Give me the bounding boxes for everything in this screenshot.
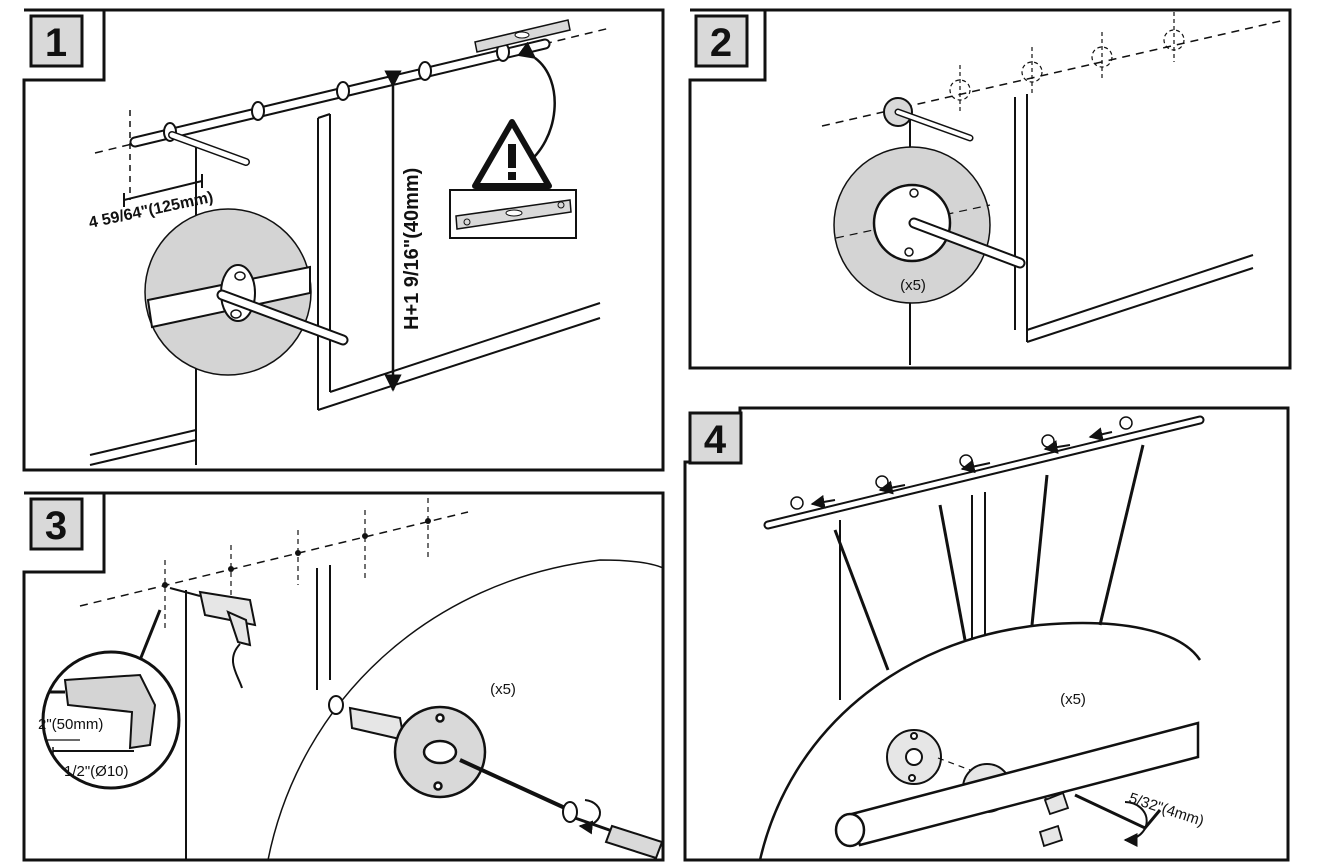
step-4-number: 4 [704, 418, 727, 462]
step-1-panel: 1 [22, 8, 665, 472]
step-2-panel: 2 (x5) [688, 8, 1292, 370]
step-3-number: 3 [45, 504, 67, 548]
rod-bracket-icon [883, 97, 974, 142]
set-screws [1038, 791, 1070, 848]
door-frame-4 [839, 492, 986, 700]
drill-detail-circle: 2"(50mm) 1/2"(Ø10) [38, 650, 181, 790]
rod-detail-arc: (x5) 5/32"(4mm) [758, 621, 1206, 861]
step-3-badge: 3 [29, 497, 84, 551]
step-4-count: (x5) [1060, 691, 1086, 708]
hole-marks [949, 12, 1185, 112]
warning-icon [472, 119, 552, 189]
step-2-badge: 2 [694, 14, 749, 68]
step-2-count: (x5) [900, 277, 926, 294]
step-3-count: (x5) [490, 681, 516, 698]
height-label: H+1 9/16"(40mm) [401, 168, 423, 330]
depth-label: 2"(50mm) [38, 716, 103, 733]
spirit-level-icon [474, 19, 571, 53]
detail-circle-2: (x5) [833, 146, 1026, 304]
rail-brackets [163, 42, 510, 142]
plug-detail-arc: (x5) [267, 559, 664, 861]
rail-4 [763, 415, 1205, 530]
detail-circle-1 [144, 208, 349, 376]
step-2-number: 2 [710, 21, 732, 65]
step-1-number: 1 [45, 21, 67, 65]
level-callout-box [449, 189, 577, 239]
step-3-panel: 3 [22, 491, 665, 862]
door-frame-3 [185, 565, 331, 860]
rod-bracket-plate [393, 705, 487, 799]
rod-4 [834, 721, 1200, 848]
allen-key-icon [1074, 793, 1162, 847]
drill-icon [169, 587, 257, 689]
height-dimension: H+1 9/16"(40mm) [384, 70, 423, 392]
screwdriver-icon [574, 816, 664, 860]
step-4-badge: 4 [688, 411, 743, 465]
step-1-badge: 1 [29, 14, 84, 68]
step-4-panel: 4 [683, 406, 1290, 862]
bit-label: 1/2"(Ø10) [64, 763, 129, 780]
door-frame [89, 113, 601, 466]
